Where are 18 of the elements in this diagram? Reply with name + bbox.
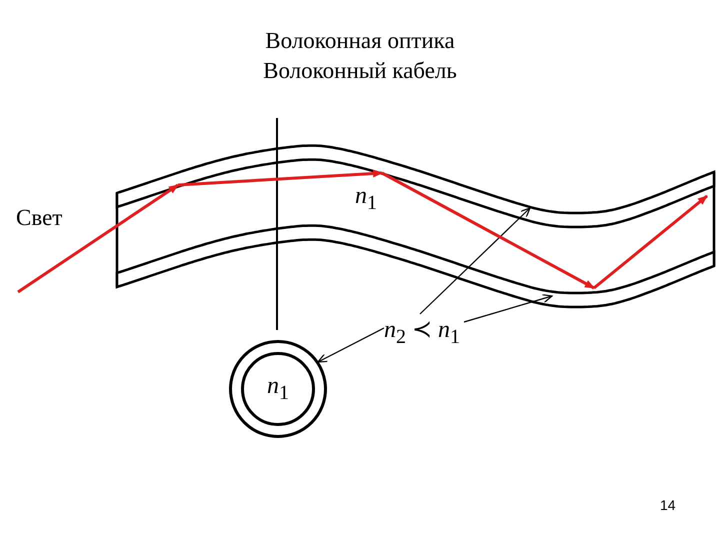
fiber-core-circle: [241, 352, 315, 426]
subtitle: Волоконный кабель: [262, 58, 458, 84]
cladding-band: [116, 144, 716, 228]
page-number: 14: [660, 497, 676, 513]
leader-line: [464, 294, 553, 323]
index-inequality: n$_{2}$ ≺ n$_{1}$: [384, 314, 460, 353]
light-ray-arrow: [178, 170, 383, 186]
leader-line: [420, 207, 531, 314]
refractive-index-label: n$_{1}$: [355, 183, 377, 215]
light-ray-arrow: [381, 172, 595, 290]
leader-line: [317, 327, 384, 363]
index-label: n$_{1}$: [267, 373, 289, 405]
light-ray-arrow: [17, 184, 179, 294]
light-ray-arrow: [593, 194, 708, 290]
cladding-band: [116, 224, 716, 308]
light-label: Свет: [16, 205, 62, 231]
cross-section-ring: [229, 340, 327, 438]
diagram-title: Волоконная оптика: [264, 28, 456, 54]
